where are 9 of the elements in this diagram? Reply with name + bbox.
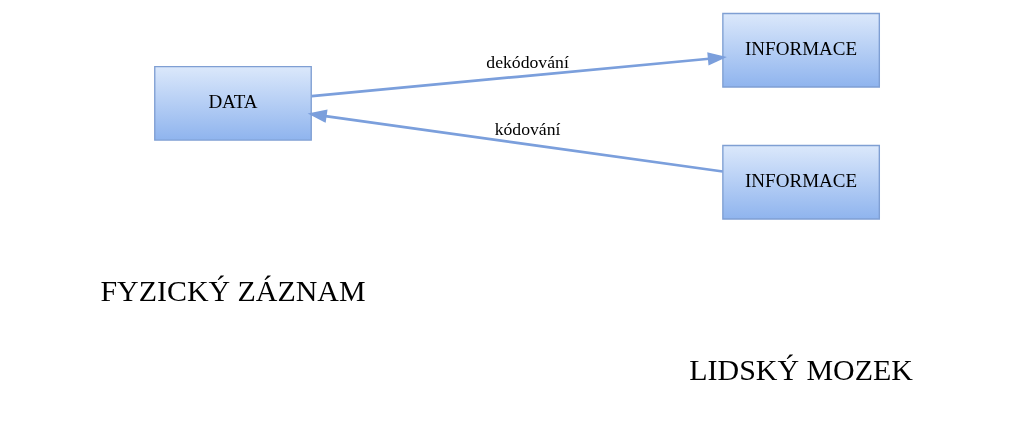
edge-label: dekódování [485, 52, 569, 73]
label: LIDSKÝ MOZEK [688, 353, 913, 387]
label: FYZICKÝ ZÁZNAM [99, 274, 366, 308]
arrow [307, 109, 723, 173]
node-box: INFORMACE [721, 144, 880, 220]
node-box: INFORMACE [721, 12, 880, 88]
edge-label: kódování [494, 119, 560, 140]
node-box: DATA [153, 65, 312, 141]
arrow [311, 52, 727, 98]
